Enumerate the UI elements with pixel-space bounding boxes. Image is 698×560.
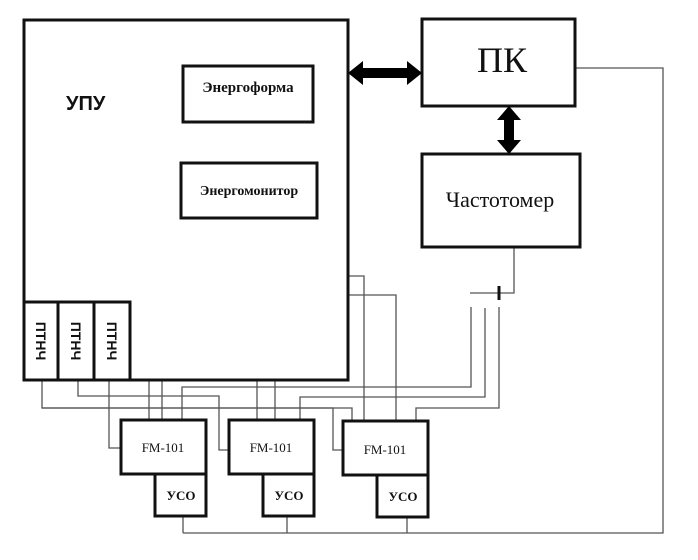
ptnch-3: ПТНЧ <box>92 300 132 382</box>
fm-label: FM-101 <box>250 440 293 455</box>
wire-freq-fm1 <box>181 307 472 420</box>
wire-upu-fm3-b <box>348 294 397 420</box>
wire-ptnch3-fm1 <box>108 379 121 449</box>
uso-3: УСО <box>375 473 430 519</box>
ptnch-label: ПТНЧ <box>68 322 84 361</box>
fm-101-1: FM-101 <box>119 418 208 476</box>
uso-1: УСО <box>153 472 208 518</box>
pc-label: ПК <box>477 40 528 80</box>
fm-label: FM-101 <box>364 442 407 457</box>
fm-101-2: FM-101 <box>227 418 316 476</box>
wire-ptnch1-fm3-left <box>42 407 343 451</box>
frequency-meter-block: Частотомер <box>420 152 582 249</box>
wiring <box>41 67 664 534</box>
fm-101-3: FM-101 <box>341 419 430 477</box>
arrow-upu-pc <box>348 61 422 85</box>
wire-freq-fm2 <box>299 308 486 420</box>
uso-label: УСО <box>166 488 195 503</box>
frequency-meter-label: Частотомер <box>446 187 554 212</box>
wire-freq-fm3 <box>415 307 500 420</box>
uso-2: УСО <box>261 472 316 518</box>
energomonitor-label: Энергомонитор <box>200 184 298 199</box>
ptnch-label: ПТНЧ <box>33 322 49 361</box>
ptnch-1: ПТНЧ <box>22 300 60 382</box>
ptnch-label: ПТНЧ <box>104 322 120 361</box>
ptnch-2: ПТНЧ <box>56 300 96 382</box>
energoforma-label: Энергоформа <box>202 80 294 96</box>
wire-uso-bus-pc <box>183 67 664 534</box>
upu-label: УПУ <box>66 93 106 115</box>
wire-freq-out <box>470 247 515 294</box>
wire-ptnch2-fm2 <box>77 379 229 451</box>
uso-label: УСО <box>388 489 417 504</box>
wire-upu-fm3-a <box>348 275 365 420</box>
energomonitor-block: Энергомонитор <box>179 161 319 220</box>
uso-label: УСО <box>274 488 303 503</box>
pc-block: ПК <box>420 17 577 108</box>
energoforma-block: Энергоформа <box>181 64 315 124</box>
fm-label: FM-101 <box>142 440 185 455</box>
arrow-pc-frequency-meter <box>497 106 521 154</box>
